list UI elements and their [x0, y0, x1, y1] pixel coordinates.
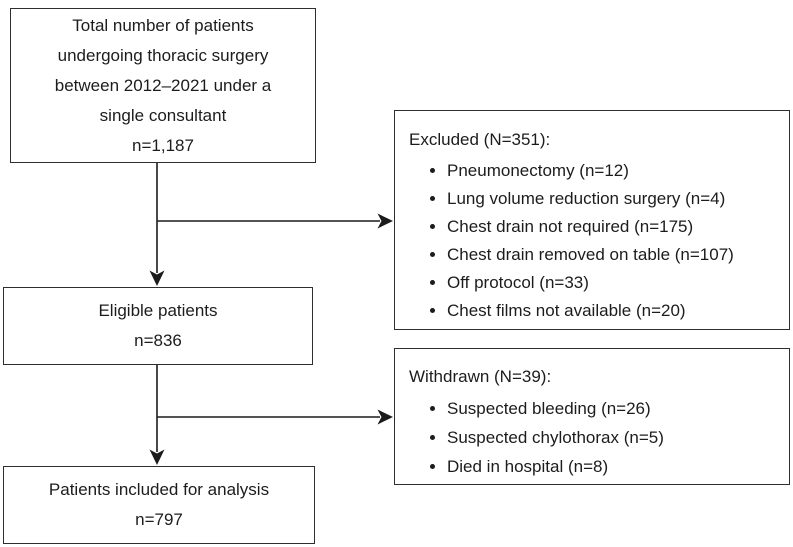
box-included-for-analysis: Patients included for analysis n=797	[3, 466, 315, 544]
arrowhead-right-to-excluded-icon	[377, 213, 393, 229]
withdrawn-list: Suspected bleeding (n=26) Suspected chyl…	[409, 394, 783, 481]
box-total-patients: Total number of patients undergoing thor…	[10, 8, 316, 163]
excluded-item: Chest films not available (n=20)	[447, 297, 783, 325]
withdrawn-title: Withdrawn (N=39):	[409, 367, 552, 386]
box-withdrawn: Withdrawn (N=39): Suspected bleeding (n=…	[394, 348, 790, 485]
box-count: n=1,187	[132, 135, 194, 155]
withdrawn-item: Suspected chylothorax (n=5)	[447, 423, 783, 452]
excluded-item: Off protocol (n=33)	[447, 269, 783, 297]
excluded-title: Excluded (N=351):	[409, 130, 551, 149]
excluded-item: Chest drain removed on table (n=107)	[447, 241, 783, 269]
excluded-item: Pneumonectomy (n=12)	[447, 157, 783, 185]
box-line: undergoing thoracic surgery	[57, 45, 269, 65]
arrowhead-down-to-eligible-icon	[149, 270, 165, 286]
box-excluded: Excluded (N=351): Pneumonectomy (n=12) L…	[394, 110, 790, 330]
arrowhead-right-to-withdrawn-icon	[377, 409, 393, 425]
box-line: Patients included for analysis	[48, 480, 270, 499]
box-line: between 2012–2021 under a	[54, 75, 272, 95]
excluded-item: Chest drain not required (n=175)	[447, 213, 783, 241]
arrowhead-down-to-analysis-icon	[149, 449, 165, 465]
box-line: single consultant	[99, 105, 227, 125]
box-line: Total number of patients	[72, 15, 254, 35]
withdrawn-item: Suspected bleeding (n=26)	[447, 394, 783, 423]
excluded-item: Lung volume reduction surgery (n=4)	[447, 185, 783, 213]
withdrawn-item: Died in hospital (n=8)	[447, 452, 783, 481]
box-line: Eligible patients	[98, 301, 218, 320]
box-count: n=836	[134, 331, 182, 350]
box-eligible-patients: Eligible patients n=836	[3, 287, 313, 365]
box-count: n=797	[135, 510, 183, 529]
excluded-list: Pneumonectomy (n=12) Lung volume reducti…	[409, 157, 783, 325]
